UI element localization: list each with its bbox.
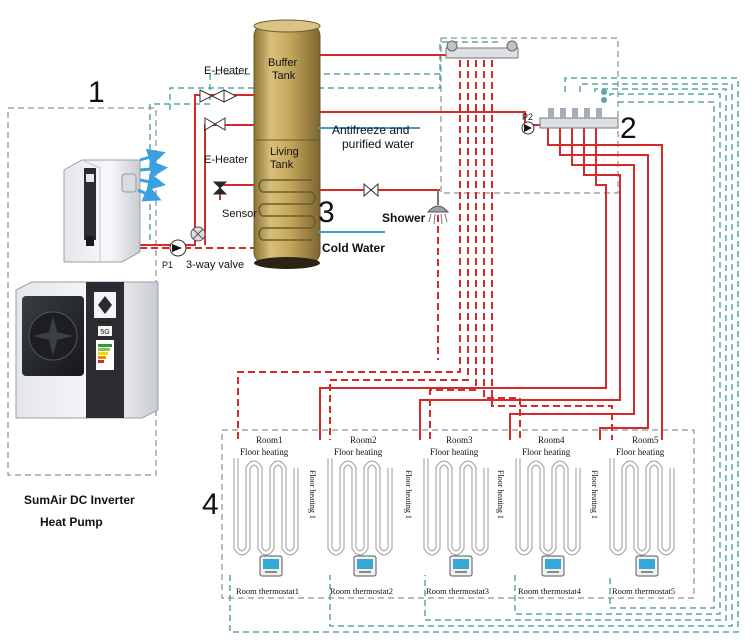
floor-heating-label: Floor heating <box>334 447 383 457</box>
purified-water-label: purified water <box>342 137 414 151</box>
floor-heating-label: Floor heating <box>430 447 479 457</box>
heating-coil <box>258 179 316 241</box>
buffer-tank-label: Buffer <box>268 57 297 69</box>
floor-heating-loop <box>515 458 581 556</box>
floor-heating-loop <box>609 458 675 556</box>
floor-heating-loop-inner <box>516 458 580 555</box>
floor-heating-loop-inner <box>424 458 488 555</box>
room-name: Room2 <box>350 435 377 445</box>
svg-text:SumAir: SumAir <box>98 319 112 324</box>
floor-heating-loop <box>233 458 299 556</box>
thermostat-screen <box>263 559 279 569</box>
indoor-unit <box>63 159 141 263</box>
valve-icon <box>199 89 379 198</box>
floor-heating-loop-inner <box>234 458 298 555</box>
three-way-valve-icon <box>190 226 206 242</box>
cold-water-label: Cold Water <box>322 241 385 255</box>
thermostat-buttons <box>641 571 653 573</box>
floor-heating-label: Floor heating <box>522 447 571 457</box>
floor-heating-side-label: Floor heating 1 <box>496 470 505 519</box>
outdoor-unit: SumAir 5G <box>15 281 159 419</box>
supply-pipes-dashed <box>140 60 613 440</box>
pump-p2-label: P2 <box>522 112 533 122</box>
floor-heating-side-label: Floor heating 1 <box>590 470 599 519</box>
thermostat-buttons <box>359 571 371 573</box>
manifold-boundary <box>440 37 619 194</box>
section-number-4: 4 <box>202 488 219 521</box>
living-tank-label: Living <box>270 146 299 158</box>
shower-label: Shower <box>382 211 426 225</box>
pump-p1-label: P1 <box>162 260 173 270</box>
e-heater-top-label: E-Heater <box>204 65 248 77</box>
thermostat-buttons <box>547 571 559 573</box>
e-heater-mid-label: E-Heater <box>204 154 248 166</box>
pump-icon <box>169 121 535 257</box>
floor-heating-side-label: Floor heating 1 <box>404 470 413 519</box>
room-thermostat-label: Room thermostat1 <box>236 586 299 596</box>
rooms-boundary <box>221 429 695 599</box>
thermostat-screen <box>639 559 655 569</box>
living-tank-label-2: Tank <box>270 159 294 171</box>
antifreeze-label: Antifreeze and <box>332 123 409 137</box>
floor-heating-loop-inner <box>610 458 674 555</box>
sensor-label: Sensor <box>222 208 257 220</box>
product-name-2: Heat Pump <box>40 515 103 529</box>
floor-heating-loop <box>327 458 393 556</box>
thermostat-screen <box>545 559 561 569</box>
buffer-tank-label-2: Tank <box>272 70 296 82</box>
room-thermostat-label: Room thermostat3 <box>426 586 489 596</box>
room-name: Room1 <box>256 435 283 445</box>
room-name: Room3 <box>446 435 473 445</box>
unit-badge: 5G <box>100 329 109 336</box>
floor-heating-label: Floor heating <box>240 447 289 457</box>
product-name: SumAir DC Inverter <box>24 493 135 507</box>
section-number-1: 1 <box>88 76 105 109</box>
thermostat-buttons <box>455 571 467 573</box>
room-name: Room5 <box>632 435 659 445</box>
floor-heating-label: Floor heating <box>616 447 665 457</box>
floor-heating-loop <box>423 458 489 556</box>
manifold-icon <box>445 40 619 129</box>
section-number-2: 2 <box>620 112 637 145</box>
air-flow-arrows <box>137 148 168 202</box>
floor-heating-loop-inner <box>328 458 392 555</box>
thermostat-buttons <box>265 571 277 573</box>
thermostat-screen <box>453 559 469 569</box>
room-thermostat-label: Room thermostat5 <box>612 586 675 596</box>
tank <box>253 19 321 269</box>
three-way-valve-label: 3-way valve <box>186 259 244 271</box>
shower-head-icon <box>426 190 450 225</box>
room-thermostat-label: Room thermostat2 <box>330 586 393 596</box>
floor-heating-side-label: Floor heating 1 <box>308 470 317 519</box>
room-name: Room4 <box>538 435 565 445</box>
thermostat-screen <box>357 559 373 569</box>
section-number-3: 3 <box>318 196 335 229</box>
room-thermostat-label: Room thermostat4 <box>518 586 582 596</box>
